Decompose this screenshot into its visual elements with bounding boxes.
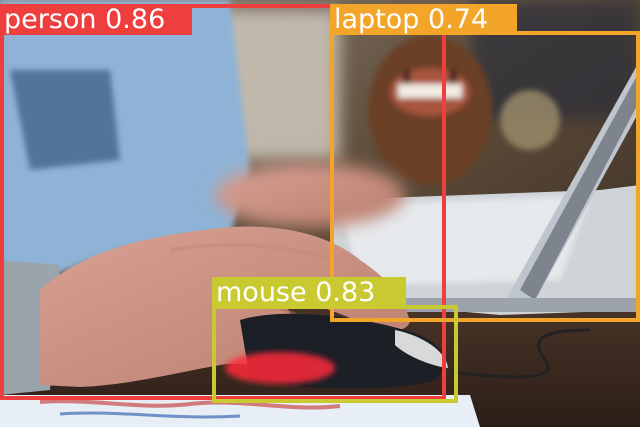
mouse-object	[225, 313, 591, 389]
laptop-label: laptop 0.74	[330, 4, 517, 35]
person-bounding-box	[0, 4, 446, 400]
mouse-label: mouse 0.83	[212, 277, 406, 308]
stuffed-toy	[368, 35, 560, 185]
person-label: person 0.86	[0, 4, 192, 35]
mouse-bounding-box	[212, 305, 458, 403]
laptop	[330, 60, 640, 315]
